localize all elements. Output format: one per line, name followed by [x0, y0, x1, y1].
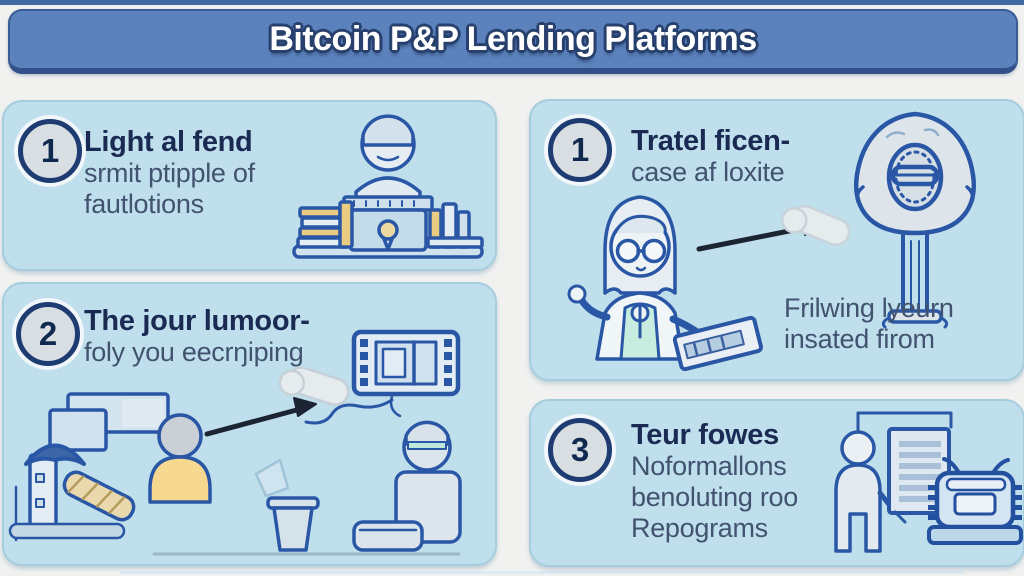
step-subtitle-line: case af loxite	[631, 157, 785, 188]
keyboard-icon	[342, 195, 434, 212]
bottom-border-line	[120, 571, 964, 574]
document-board-icon	[887, 427, 951, 524]
step-subtitle-line: Noformallons	[631, 451, 787, 482]
connector-line-icon	[856, 411, 953, 432]
step-subtitle-line: srmit ptipple of	[84, 158, 255, 189]
step-title: The jour lumoor-	[84, 305, 310, 337]
arrow-icon	[204, 397, 317, 437]
lending-process-illustration	[8, 329, 462, 556]
step-title: Light al fend	[84, 126, 253, 158]
money-bag-icon	[854, 111, 976, 329]
step-number-badge: 1	[18, 119, 82, 183]
person-at-computer-illustration	[292, 114, 484, 259]
borrower-person-icon	[148, 413, 212, 504]
pointing-hand-icon	[278, 366, 350, 406]
step-title: Teur fowes	[631, 419, 779, 451]
step-number-badge: 1	[548, 118, 612, 182]
rolled-document-icon	[62, 470, 136, 522]
coin-stack-left-icon	[296, 200, 354, 249]
step-panel-3: 1 Tratel ficen- case af loxite Frilwing …	[529, 99, 1024, 381]
step-number-badge: 2	[16, 302, 80, 366]
screens-icon	[48, 392, 170, 452]
presenter-person-icon	[834, 430, 898, 553]
step-panel-4: 3 Teur fowes Noformallons benoluting roo…	[529, 399, 1024, 567]
woman-icon	[567, 195, 705, 361]
book-stack-right-icon	[426, 202, 484, 249]
lamp-tower-icon	[8, 443, 136, 542]
pointing-hand-icon	[781, 204, 851, 247]
step-title: Tratel ficen-	[631, 125, 790, 157]
presenter-machine-illustration	[834, 411, 1023, 553]
bag-icon	[352, 520, 424, 552]
page-title: Bitcoin P&P Lending Platforms	[269, 20, 757, 58]
step-number-badge: 3	[548, 418, 612, 482]
step-caption: Frilwing lyeurn insated firom	[784, 293, 954, 354]
machine-icon	[927, 457, 1023, 545]
pot-icon	[254, 458, 320, 552]
ticket-icon	[672, 315, 763, 372]
step-panel-1: 1 Light al fend srmit ptipple of fautlot…	[2, 100, 497, 271]
step-subtitle-line: fautlotions	[84, 189, 204, 220]
investor-money-bag-illustration	[567, 111, 976, 372]
step-subtitle-line: benoluting roo	[631, 482, 798, 513]
header-banner: Bitcoin P&P Lending Platforms	[8, 9, 1018, 74]
device-icon	[351, 329, 461, 418]
squiggle-line-icon	[304, 398, 394, 425]
step-panel-2: 2 The jour lumoor- foly you eecrŋiping	[2, 282, 497, 566]
cap-icon	[361, 114, 415, 147]
step-subtitle-line: foly you eecrŋiping	[84, 337, 304, 368]
step-subtitle-line: Repograms	[631, 513, 768, 543]
top-border-line	[0, 0, 1024, 5]
